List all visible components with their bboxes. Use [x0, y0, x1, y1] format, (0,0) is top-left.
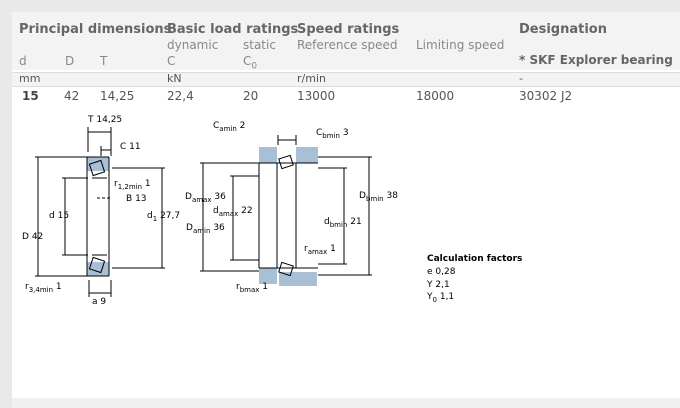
d-col-label: d — [19, 54, 27, 68]
dim-B: B 13 — [126, 194, 147, 204]
calc-e: e 0,28 — [427, 267, 456, 277]
calc-Y0: Y0 1,1 — [427, 292, 455, 304]
bottom-strip — [12, 398, 680, 408]
dim-damax: Damax 36 — [185, 192, 226, 204]
dim-dbmin: dbmin 21 — [324, 217, 362, 229]
value-D: 42 — [64, 89, 80, 103]
bearing-data-panel: Principal dimensions Basic load ratings … — [12, 12, 680, 398]
basic-load-ratings-header: Basic load ratings — [167, 22, 299, 37]
value-designation[interactable]: 30302 J2 — [519, 89, 573, 103]
dim-ramax: ramax 1 — [304, 244, 336, 256]
calc-Y: Y 2,1 — [427, 280, 450, 290]
value-limiting-speed: 18000 — [416, 89, 455, 103]
dim-damin: Damin 36 — [186, 223, 225, 235]
dim-r12: r1,2min 1 — [114, 179, 151, 191]
dim-D: D 42 — [22, 232, 44, 242]
value-C0: 20 — [243, 89, 259, 103]
dim-da: damax 22 — [213, 206, 253, 218]
units-bar — [12, 72, 680, 87]
dim-C: C 11 — [120, 142, 141, 152]
value-T: 14,25 — [100, 89, 135, 103]
unit-mm: mm — [19, 72, 41, 85]
dim-camin: Camin 2 — [213, 121, 246, 133]
dim-Dbmin: Dbmin 38 — [359, 191, 398, 203]
dim-rbmax: rbmax 1 — [236, 282, 269, 294]
bearing-cross-section-drawing — [35, 127, 372, 297]
speed-ratings-header: Speed ratings — [297, 22, 400, 37]
C-col-label: C — [167, 54, 176, 68]
principal-dimensions-header: Principal dimensions — [19, 22, 172, 37]
unit-rmin: r/min — [297, 72, 326, 85]
value-C: 22,4 — [167, 89, 194, 103]
reference-speed-label: Reference speed — [297, 38, 398, 52]
dim-a: a 9 — [92, 297, 107, 307]
static-label: static — [243, 38, 276, 52]
explorer-bearing-note: * SKF Explorer bearing — [519, 53, 673, 67]
header-bar — [12, 12, 680, 70]
C0-col-label: C0 — [243, 54, 258, 72]
limiting-speed-label: Limiting speed — [416, 38, 505, 52]
value-d: 15 — [22, 89, 39, 103]
dim-cbmin: Cbmin 3 — [316, 128, 349, 140]
unit-dash: - — [519, 72, 523, 85]
dim-d1: d1 27,7 — [147, 211, 181, 223]
designation-header: Designation — [519, 22, 607, 37]
calc-factors-title: Calculation factors — [427, 254, 523, 264]
T-col-label: T — [100, 54, 108, 68]
dynamic-label: dynamic — [167, 38, 219, 52]
value-reference-speed: 13000 — [297, 89, 336, 103]
dim-T: T 14,25 — [88, 115, 123, 125]
unit-kn: kN — [167, 72, 182, 85]
dim-r34: r3,4min 1 — [25, 282, 62, 294]
D-col-label: D — [65, 54, 75, 68]
dim-d: d 15 — [49, 211, 70, 221]
